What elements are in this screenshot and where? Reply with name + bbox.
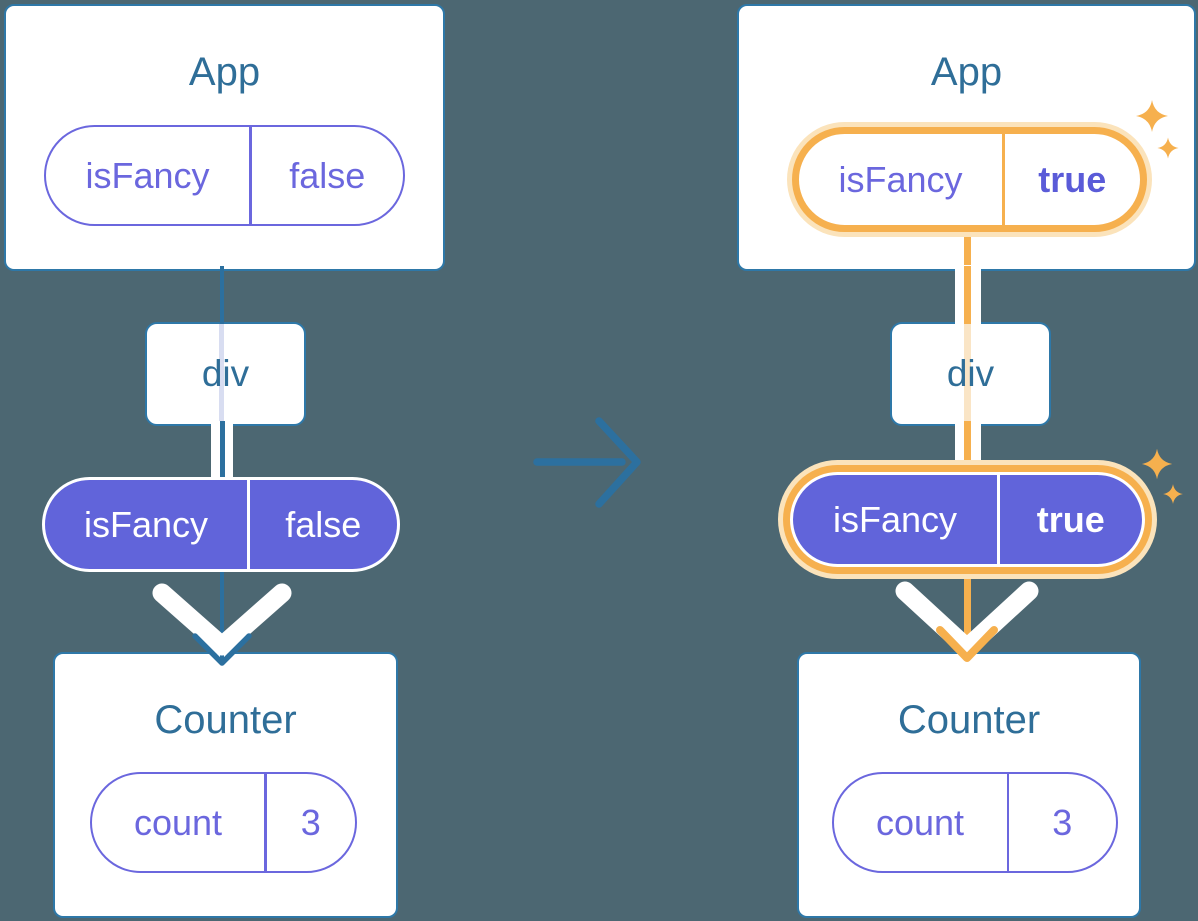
counter-title: Counter (897, 698, 1041, 742)
div-label: div (946, 353, 995, 394)
div-label: div (201, 353, 250, 394)
pipe-core (219, 421, 225, 482)
prop-pill-highlighted: isFancy true (790, 472, 1145, 567)
pill-divider (1006, 774, 1009, 871)
pill-value: 3 (1052, 801, 1073, 843)
counter-state-pill: count 3 (831, 772, 1118, 873)
edge-app-internal (963, 206, 971, 265)
app-card-before: App isFancy false (4, 4, 445, 271)
sparkle-icon (1141, 448, 1173, 480)
prop-pipe-updated (954, 421, 981, 475)
pill-name: isFancy (83, 503, 209, 545)
pill-value: 3 (300, 801, 321, 843)
counter-title: Counter (154, 698, 297, 742)
pill-divider (264, 774, 267, 871)
edge-app-to-div (219, 266, 225, 324)
app-title: App (188, 50, 261, 94)
prop-passthrough-line (219, 324, 224, 424)
app-title: App (930, 50, 1003, 94)
prop-pill: isFancy false (42, 477, 400, 572)
app-card-after: App isFancy true (737, 4, 1196, 271)
pill-value: false (289, 154, 366, 196)
pill-value: true (1036, 498, 1105, 540)
pill-divider (249, 127, 252, 224)
transition-arrow-head (595, 417, 641, 508)
pill-divider (997, 475, 1000, 564)
transition-arrow-icon (533, 417, 641, 508)
counter-card-before: Counter count 3 (53, 652, 398, 918)
prop-passthrough-line (963, 324, 971, 424)
pill-divider (247, 480, 250, 569)
edge-pill-to-counter (219, 560, 225, 660)
pipe-core (964, 421, 971, 475)
counter-state-pill: count 3 (90, 772, 357, 873)
counter-card-after: Counter count 3 (797, 652, 1141, 918)
div-node: div (145, 322, 306, 426)
app-state-pill-highlighted: isFancy true (792, 127, 1147, 232)
sparkle-icon (1163, 484, 1183, 504)
edge-pill-to-counter-updated (963, 560, 972, 655)
pill-name: isFancy (85, 154, 210, 196)
pipe-core (964, 266, 971, 324)
pill-name: count (133, 801, 223, 843)
app-state-pill: isFancy false (44, 125, 405, 226)
pill-name: count (875, 801, 965, 843)
prop-pipe (211, 421, 233, 482)
prop-pipe-updated (954, 266, 981, 324)
pill-value: true (1038, 158, 1107, 200)
div-node: div (890, 322, 1051, 426)
pill-value: false (285, 503, 362, 545)
pill-name: isFancy (838, 158, 963, 200)
pill-divider (1002, 134, 1005, 225)
pill-name: isFancy (832, 498, 958, 540)
